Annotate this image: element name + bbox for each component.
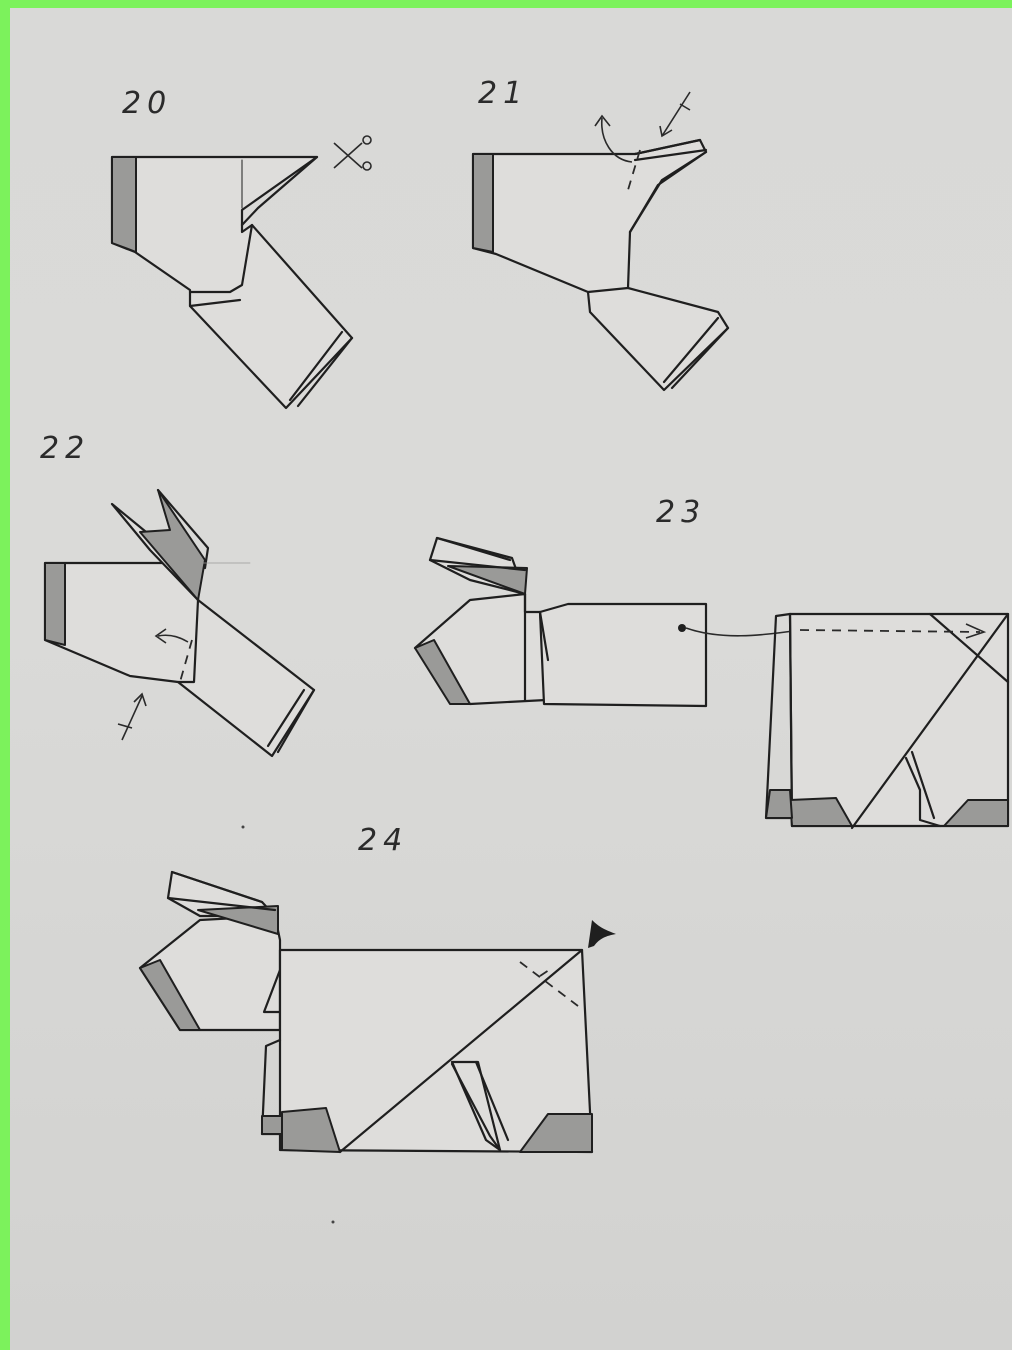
step-number-24: 24	[358, 823, 408, 858]
step-20-body	[112, 157, 352, 408]
push-arrow-icon	[660, 92, 690, 136]
push-arrow-icon	[118, 694, 146, 740]
step-number-23: 23	[656, 495, 706, 530]
step-22-body	[45, 563, 314, 756]
step-23-tail-point	[678, 624, 686, 632]
step-23-detail-body	[790, 614, 1008, 826]
step-23-front-leg-back	[766, 790, 792, 818]
step-24-front-leg-back	[262, 1116, 282, 1134]
step-number-20: 20	[122, 86, 172, 121]
step-23-body	[540, 604, 706, 706]
step-23: 23	[415, 495, 1008, 828]
step-number-21: 21	[478, 76, 528, 111]
step-20-shaded-edge	[112, 157, 136, 252]
paper-speck	[242, 826, 245, 829]
step-22: 22	[40, 431, 314, 756]
tail-icon	[588, 920, 616, 948]
step-22-shaded-edge	[45, 563, 65, 645]
step-21-shaded-edge	[473, 154, 493, 252]
step-number-22: 22	[40, 431, 90, 466]
paper-speck	[332, 1221, 335, 1224]
step-20: 20	[112, 86, 371, 408]
step-23-ear-shaded	[448, 566, 527, 594]
scissors-icon	[334, 136, 371, 170]
step-21: 21	[473, 76, 728, 390]
step-24: 24	[140, 823, 616, 1152]
